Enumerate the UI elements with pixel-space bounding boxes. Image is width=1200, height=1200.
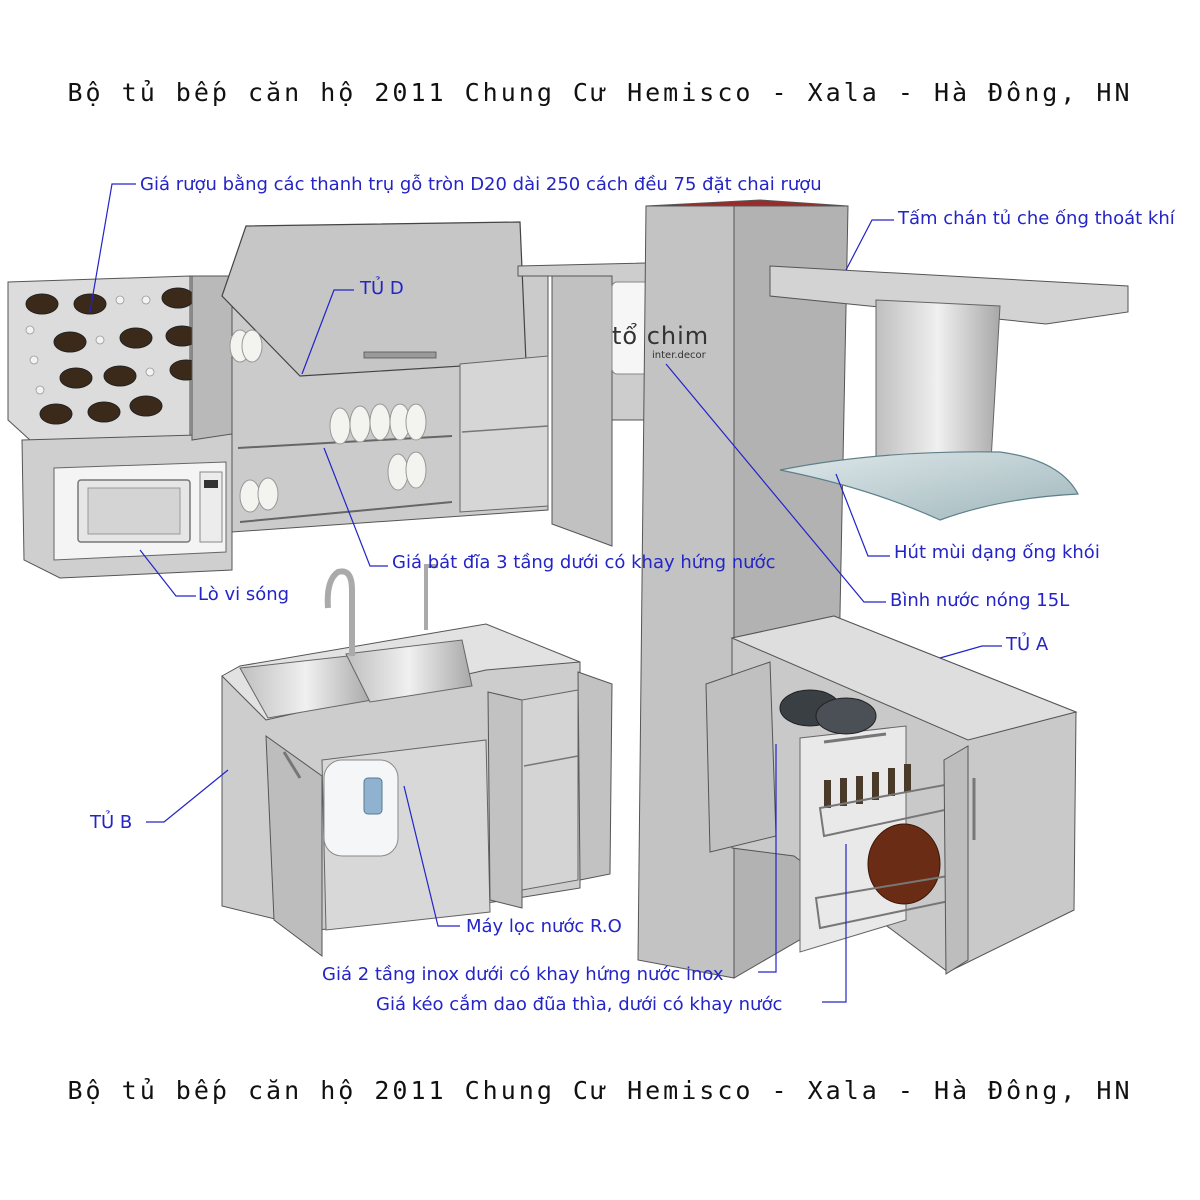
page-title: Bộ tủ bếp căn hộ 2011 Chung Cư Hemisco -…: [67, 78, 1133, 107]
cabinet-d: [191, 221, 549, 533]
label-cabinet-b: TỦ B: [90, 812, 133, 833]
label-water-heater: Bình nước nóng 15L: [890, 590, 1070, 611]
microwave-cabinet: [21, 433, 233, 579]
label-plinth-panel: Tấm chán tủ che ống thoát khí: [898, 208, 1175, 229]
label-range-hood: Hút mùi dạng ống khói: [894, 542, 1100, 563]
sink-cabinet: [221, 564, 613, 957]
footer-title: Bộ tủ bếp căn hộ 2011 Chung Cư Hemisco -…: [67, 1076, 1133, 1105]
brand-logo: tổ chim inter.decor: [612, 322, 710, 361]
label-wine-rack: Giá rượu bằng các thanh trụ gỗ tròn D20 …: [140, 174, 822, 195]
logo-main-text: tổ chim: [612, 322, 710, 350]
label-cabinet-a: TỦ A: [1006, 634, 1049, 655]
range-hood: [769, 265, 1129, 521]
label-microwave: Lò vi sóng: [198, 584, 290, 605]
label-cabinet-d: TỦ D: [360, 278, 404, 299]
leader-lines: [89, 183, 1002, 1003]
logo-sub-text: inter.decor: [652, 350, 706, 361]
label-ro-filter: Máy lọc nước R.O: [466, 916, 622, 937]
label-dish-rack: Giá bát đĩa 3 tầng dưới có khay hứng nướ…: [392, 552, 776, 573]
label-inox-rack: Giá 2 tầng inox dưới có khay hứng nước i…: [322, 964, 724, 985]
cabinet-a: [705, 615, 1078, 975]
label-knife-rack: Giá kéo cắm dao đũa thìa, dưới có khay n…: [376, 994, 783, 1015]
